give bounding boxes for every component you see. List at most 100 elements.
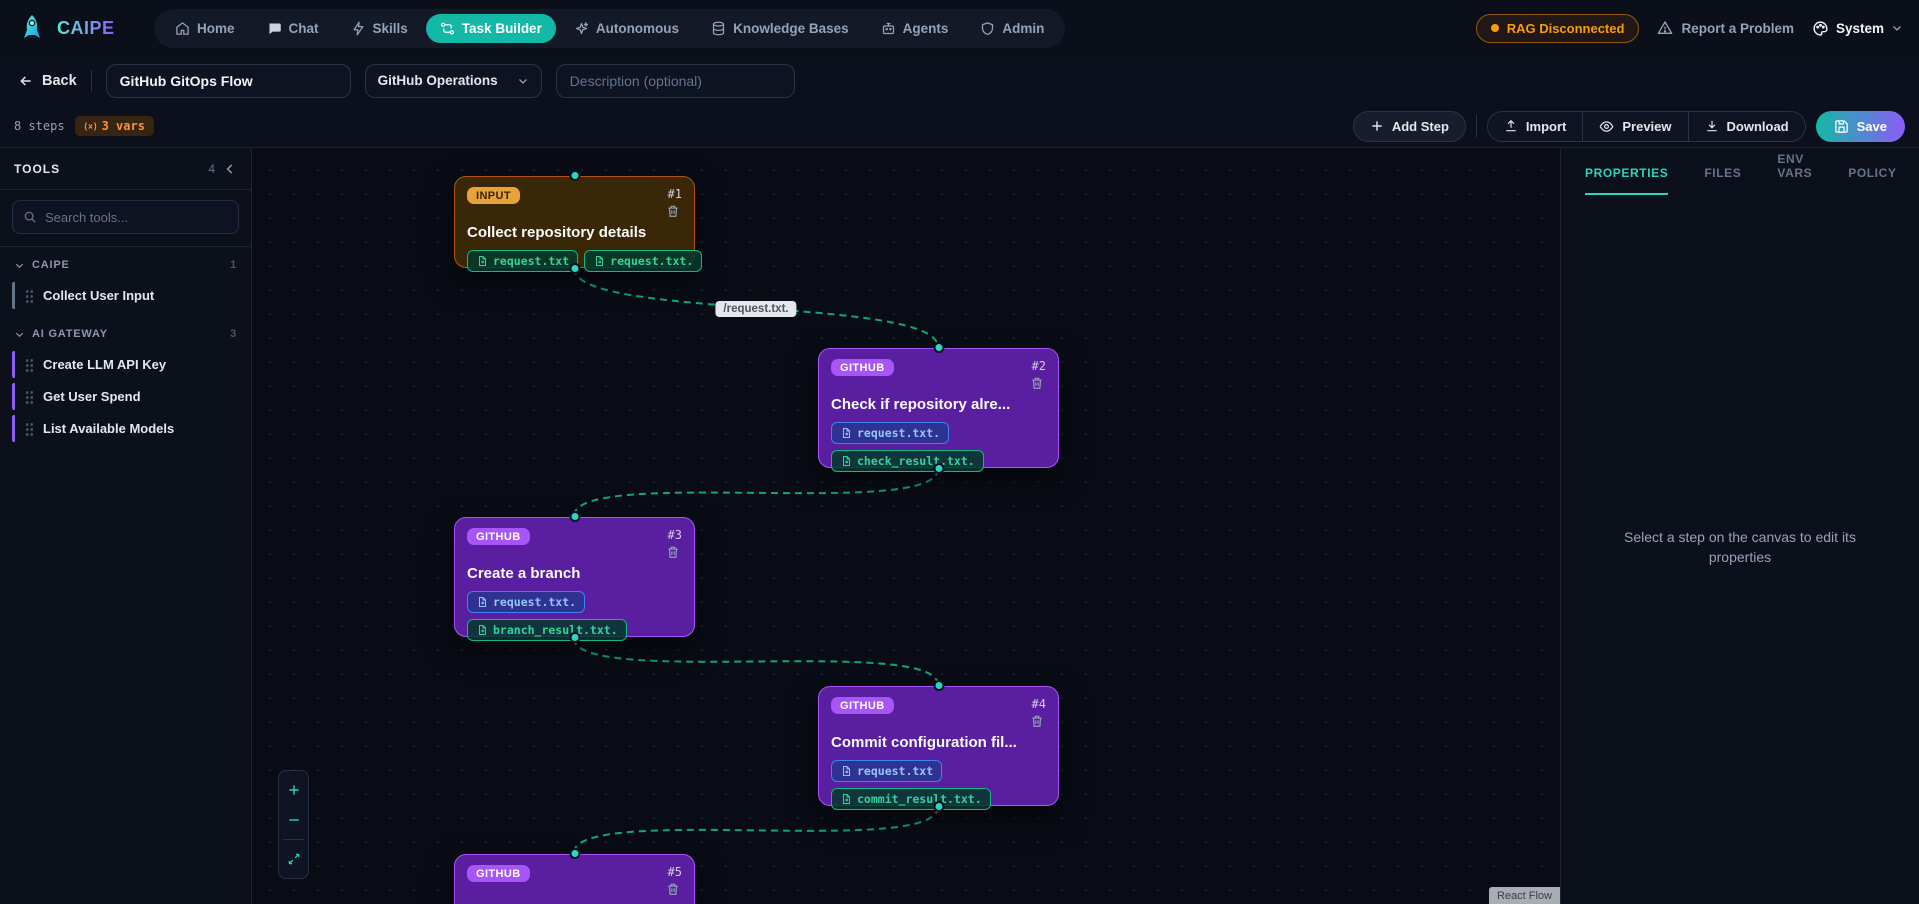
- delete-node-icon[interactable]: [666, 545, 680, 559]
- nav-item-admin[interactable]: Admin: [966, 14, 1058, 43]
- tools-search-input[interactable]: [45, 209, 228, 225]
- flow-canvas[interactable]: /request.txt. INPUT #1 Collect repositor…: [252, 148, 1560, 904]
- file-tag[interactable]: commit_result.txt.: [831, 788, 991, 810]
- tool-item-list-available-models[interactable]: List Available Models: [12, 415, 239, 442]
- delete-node-icon[interactable]: [1030, 714, 1044, 728]
- fit-view-button[interactable]: [279, 844, 308, 874]
- section-name: AI GATEWAY: [32, 328, 108, 340]
- category-select[interactable]: GitHub Operations: [364, 63, 542, 98]
- file-tag[interactable]: request.txt.: [831, 422, 950, 444]
- agents-icon: [881, 21, 896, 36]
- connection-handle[interactable]: [569, 848, 580, 859]
- back-button[interactable]: Back: [18, 73, 77, 89]
- file-tag[interactable]: request.txt.: [584, 250, 703, 272]
- rag-status-badge[interactable]: RAG Disconnected: [1475, 13, 1640, 43]
- tool-item-collect-user-input[interactable]: Collect User Input: [12, 282, 239, 309]
- nav-label: Task Builder: [461, 20, 542, 36]
- connection-handle[interactable]: [933, 801, 944, 812]
- zoom-out-button[interactable]: [279, 805, 308, 835]
- nav-item-agents[interactable]: Agents: [867, 14, 963, 43]
- tab-policy[interactable]: POLICY: [1848, 166, 1897, 180]
- tab-properties[interactable]: PROPERTIES: [1585, 166, 1669, 195]
- chevron-down-icon: [14, 260, 25, 271]
- tab-env-vars[interactable]: ENV VARS: [1777, 152, 1813, 180]
- description-input[interactable]: [555, 63, 795, 98]
- tool-item-get-user-spend[interactable]: Get User Spend: [12, 383, 239, 410]
- delete-node-icon[interactable]: [1030, 376, 1044, 390]
- section-count: 3: [230, 328, 237, 340]
- connection-handle[interactable]: [933, 463, 944, 474]
- report-problem-button[interactable]: Report a Problem: [1657, 20, 1794, 36]
- actions-bar: 8 steps 3 vars Add Step Import Preview D…: [0, 105, 1919, 148]
- drag-handle-icon[interactable]: [25, 421, 34, 436]
- file-tag[interactable]: request.txt.: [467, 591, 586, 613]
- step-node-2[interactable]: GITHUB #2 Check if repository alre... re…: [818, 342, 1059, 474]
- step-node-5[interactable]: GITHUB #5 Create a pull request: [454, 848, 695, 904]
- arrow-left-icon: [18, 73, 34, 89]
- zoom-in-button[interactable]: [279, 775, 308, 805]
- download-button[interactable]: Download: [1688, 111, 1805, 141]
- step-node-1[interactable]: INPUT #1 Collect repository details requ…: [454, 170, 703, 274]
- delete-node-icon[interactable]: [666, 882, 680, 896]
- add-step-button[interactable]: Add Step: [1352, 110, 1466, 142]
- drag-handle-icon[interactable]: [25, 357, 34, 372]
- divider: [1475, 115, 1477, 137]
- section-header-ai-gateway[interactable]: AI GATEWAY 3: [10, 328, 241, 346]
- preview-label: Preview: [1622, 118, 1672, 134]
- steps-count: 8 steps: [14, 119, 65, 133]
- tool-item-label: List Available Models: [43, 421, 175, 436]
- system-theme-menu[interactable]: System: [1812, 20, 1903, 37]
- drag-handle-icon[interactable]: [25, 389, 34, 404]
- vars-count-badge: 3 vars: [74, 116, 154, 136]
- preview-button[interactable]: Preview: [1583, 111, 1688, 141]
- collapse-sidebar-icon[interactable]: [223, 162, 237, 176]
- file-tag[interactable]: check_result.txt.: [831, 450, 984, 472]
- section-header-caipe[interactable]: CAIPE 1: [10, 259, 241, 277]
- nav-item-skills[interactable]: Skills: [337, 14, 422, 43]
- properties-empty-message: Select a step on the canvas to edit its …: [1624, 529, 1856, 566]
- connection-handle[interactable]: [569, 170, 580, 181]
- import-button[interactable]: Import: [1487, 111, 1583, 141]
- node-title: Collect repository details: [467, 224, 647, 241]
- file-tag-label: commit_result.txt.: [857, 792, 982, 806]
- category-value: GitHub Operations: [377, 73, 498, 88]
- save-button[interactable]: Save: [1815, 110, 1905, 142]
- save-icon: [1834, 119, 1849, 134]
- nav-item-autonomous[interactable]: Autonomous: [560, 14, 693, 43]
- brand[interactable]: CAIPE: [16, 12, 136, 44]
- io-button-group: Import Preview Download: [1486, 110, 1806, 142]
- node-type-badge: GITHUB: [831, 359, 894, 376]
- connection-handle[interactable]: [569, 263, 580, 274]
- connection-handle[interactable]: [569, 632, 580, 643]
- edge-label[interactable]: /request.txt.: [715, 301, 797, 317]
- nav-item-task-builder[interactable]: Task Builder: [425, 13, 556, 43]
- nav-label: Chat: [288, 20, 319, 36]
- nav-item-knowledge-bases[interactable]: Knowledge Bases: [697, 14, 863, 43]
- file-tag-label: branch_result.txt.: [493, 623, 618, 637]
- nav-label: Agents: [902, 20, 949, 36]
- tools-header: TOOLS 4: [0, 148, 251, 190]
- file-tag[interactable]: branch_result.txt.: [467, 619, 627, 641]
- file-tag[interactable]: request.txt: [831, 760, 943, 782]
- chevron-down-icon: [517, 75, 529, 87]
- connection-handle[interactable]: [933, 342, 944, 353]
- nav-item-home[interactable]: Home: [161, 14, 249, 43]
- nav-label: Home: [197, 20, 235, 36]
- tool-item-create-llm-api-key[interactable]: Create LLM API Key: [12, 351, 239, 378]
- connection-handle[interactable]: [933, 680, 944, 691]
- nav-item-chat[interactable]: Chat: [253, 14, 333, 43]
- tools-search-box[interactable]: [12, 200, 239, 234]
- file-tag[interactable]: request.txt: [467, 250, 579, 272]
- tool-item-label: Create LLM API Key: [43, 357, 167, 372]
- connection-handle[interactable]: [569, 511, 580, 522]
- brand-name: CAIPE: [57, 17, 115, 38]
- step-node-4[interactable]: GITHUB #4 Commit configuration fil... re…: [818, 680, 1059, 812]
- save-label: Save: [1856, 118, 1887, 134]
- tab-files[interactable]: FILES: [1704, 166, 1742, 180]
- flow-header-bar: Back GitHub Operations: [0, 56, 1919, 105]
- back-label: Back: [42, 72, 77, 89]
- step-node-3[interactable]: GITHUB #3 Create a branch request.txt. b…: [454, 511, 695, 643]
- delete-node-icon[interactable]: [666, 204, 680, 218]
- flow-name-input[interactable]: [105, 63, 351, 98]
- drag-handle-icon[interactable]: [25, 288, 34, 303]
